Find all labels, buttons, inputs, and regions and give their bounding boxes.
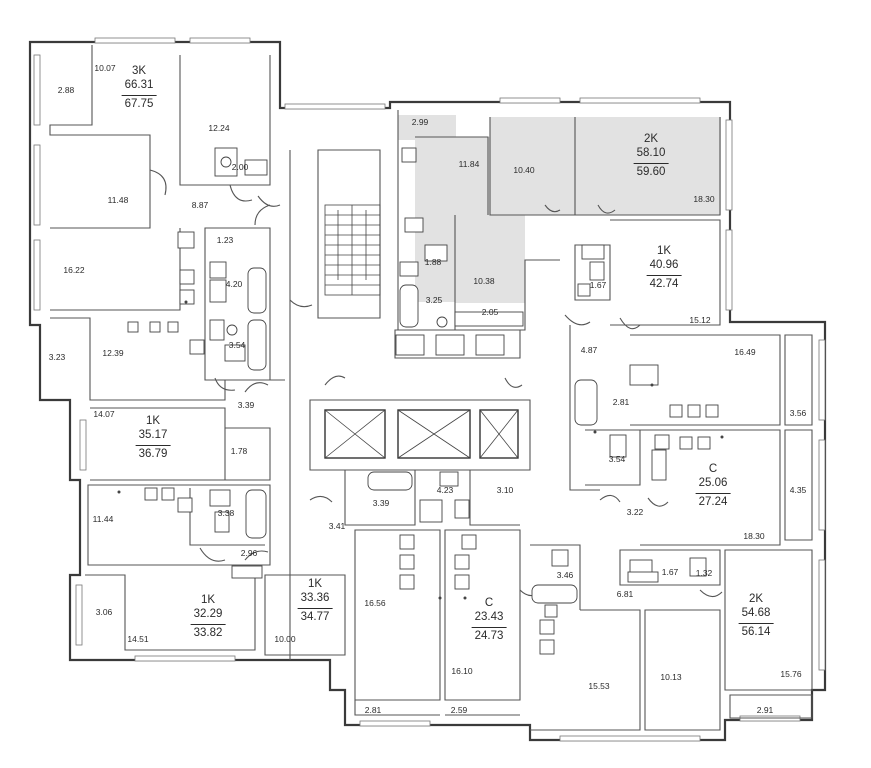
apartment-label: 1K 35.17 36.79: [135, 415, 171, 461]
room-area-label: 16.22: [63, 264, 85, 275]
room-area-label: 10.38: [473, 275, 495, 286]
room-area-label: 2.00: [231, 161, 249, 172]
room-area-label: 16.56: [364, 597, 386, 608]
apartment-label: 2K 54.68 56.14: [738, 593, 774, 639]
room-area-label: 3.41: [328, 520, 346, 531]
room-area-label: 3.23: [48, 351, 66, 362]
highlighted-apartment: [398, 115, 721, 303]
doors: [149, 169, 723, 598]
room-area-label: 2.88: [57, 84, 75, 95]
room-area-label: 3.39: [372, 497, 390, 508]
room-area-label: 2.05: [481, 306, 499, 317]
room-area-label: 16.49: [734, 346, 756, 357]
apartment-label: 2K 58.10 59.60: [633, 133, 669, 179]
room-area-label: 18.30: [743, 530, 765, 541]
room-area-label: 4.20: [225, 278, 243, 289]
stairs: [324, 204, 381, 296]
room-area-label: 4.35: [789, 484, 807, 495]
room-area-label: 2.81: [364, 704, 382, 715]
room-area-label: 15.12: [689, 314, 711, 325]
interior-walls: [49, 45, 813, 731]
room-area-label: 12.24: [208, 122, 230, 133]
apartment-label: C 25.06 27.24: [695, 463, 731, 509]
room-area-label: 3.54: [228, 339, 246, 350]
room-area-label: 12.39: [102, 347, 124, 358]
apartment-label: 3K 66.31 67.75: [121, 65, 157, 111]
room-area-label: 15.76: [780, 668, 802, 679]
room-area-label: 10.13: [660, 671, 682, 682]
apartment-label: 1K 33.36 34.77: [297, 578, 333, 624]
room-area-label: 3.10: [496, 484, 514, 495]
room-area-label: 2.59: [450, 704, 468, 715]
room-area-label: 11.44: [92, 513, 114, 524]
room-area-label: 8.87: [191, 199, 209, 210]
room-area-label: 15.53: [588, 680, 610, 691]
room-area-label: 1.23: [216, 234, 234, 245]
room-area-label: 1.78: [230, 445, 248, 456]
room-area-label: 11.48: [107, 194, 129, 205]
room-area-label: 14.07: [93, 408, 115, 419]
room-area-label: 3.46: [556, 569, 574, 580]
room-area-label: 3.56: [789, 407, 807, 418]
room-area-label: 2.91: [756, 704, 774, 715]
room-area-label: 2.81: [612, 396, 630, 407]
room-area-label: 1.67: [589, 279, 607, 290]
room-area-label: 2.99: [411, 116, 429, 127]
room-area-label: 10.07: [94, 62, 116, 73]
room-area-label: 1.32: [695, 567, 713, 578]
room-area-label: 2.96: [240, 547, 258, 558]
room-area-label: 1.88: [424, 256, 442, 267]
room-area-label: 4.87: [580, 344, 598, 355]
elevators: [324, 409, 519, 459]
room-area-label: 18.30: [693, 193, 715, 204]
apartment-label: C 23.43 24.73: [471, 597, 507, 643]
room-area-label: 1.67: [661, 566, 679, 577]
room-area-label: 14.51: [127, 633, 149, 644]
room-area-label: 10.40: [513, 164, 535, 175]
room-area-label: 3.06: [95, 606, 113, 617]
room-area-label: 3.25: [425, 294, 443, 305]
room-area-label: 3.54: [608, 453, 626, 464]
room-area-label: 10.00: [274, 633, 296, 644]
room-area-label: 3.39: [237, 399, 255, 410]
apartment-label: 1K 32.29 33.82: [190, 594, 226, 640]
room-area-label: 4.23: [436, 484, 454, 495]
room-area-label: 3.38: [217, 507, 235, 518]
bathtubs: [245, 267, 598, 604]
room-area-label: 16.10: [451, 665, 473, 676]
room-area-label: 6.81: [616, 588, 634, 599]
room-area-label: 3.22: [626, 506, 644, 517]
sanitary-fixtures: [117, 147, 724, 655]
room-area-label: 11.84: [458, 158, 480, 169]
apartment-label: 1K 40.96 42.74: [646, 245, 682, 291]
outer-walls: [28, 37, 827, 742]
